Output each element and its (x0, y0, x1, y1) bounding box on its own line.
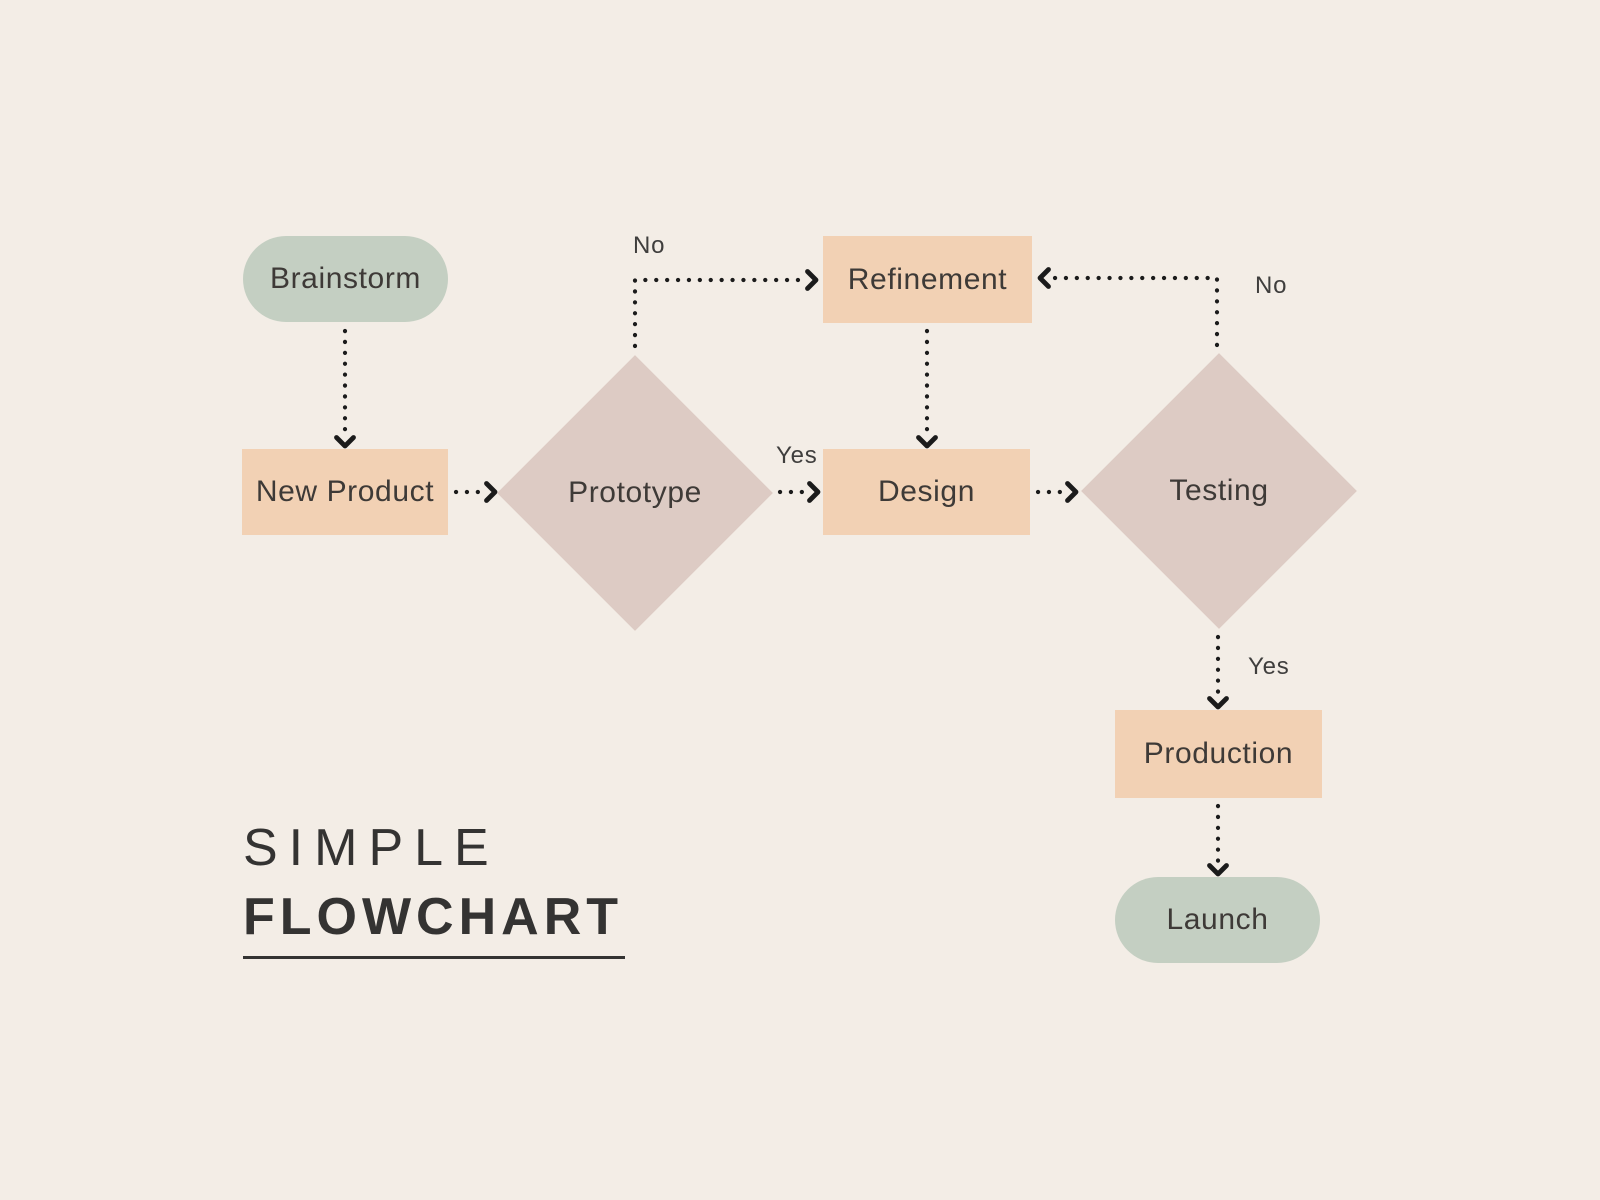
arrowhead-down-icon (916, 435, 938, 449)
page-title-line-2: FLOWCHART (243, 888, 624, 946)
edge-label-testing-yes: Yes (1248, 653, 1290, 680)
node-testing: Testing (1081, 353, 1357, 629)
title-underline (243, 956, 625, 959)
arrowhead-right-icon (1065, 481, 1079, 503)
node-label: Testing (1169, 474, 1269, 507)
page-title-line-1: SIMPLE (243, 819, 500, 877)
arrowhead-left-icon (1037, 267, 1051, 289)
arrow-testing-to-production (1207, 634, 1229, 710)
arrow-refinement-to-design (916, 328, 938, 449)
arrow-production-to-launch (1207, 803, 1229, 877)
node-design: Design (823, 449, 1030, 535)
arrowhead-down-icon (334, 435, 356, 449)
node-label: Prototype (568, 476, 702, 509)
edge-label-prototype-yes: Yes (776, 442, 818, 469)
edge-dots (632, 277, 805, 349)
arrowhead-right-icon (807, 481, 821, 503)
arrowhead-right-icon (484, 481, 498, 503)
node-label: New Product (255, 475, 435, 508)
arrowhead-down-icon (1207, 696, 1229, 710)
title-block: SIMPLE FLOWCHART (243, 822, 623, 943)
arrow-testing-to-refinement (1037, 267, 1220, 348)
arrow-design-to-testing (1035, 481, 1079, 503)
node-label: Design (878, 475, 975, 508)
node-new-product: New Product (242, 449, 448, 535)
arrow-brainstorm-to-new-product (334, 328, 356, 449)
arrow-new-product-to-prototype (453, 481, 498, 503)
node-brainstorm: Brainstorm (243, 236, 448, 322)
arrowhead-down-icon (1207, 863, 1229, 877)
node-label: Refinement (847, 262, 1008, 296)
node-label: Launch (1166, 903, 1269, 936)
node-prototype: Prototype (497, 355, 773, 631)
node-label: Production (1143, 737, 1294, 770)
edge-dots (1051, 275, 1220, 348)
arrow-prototype-to-design (777, 481, 821, 503)
node-label: Brainstorm (269, 262, 422, 295)
arrowhead-right-icon (805, 269, 819, 291)
node-launch: Launch (1115, 877, 1320, 963)
arrow-prototype-to-refinement (632, 269, 819, 349)
node-production: Production (1115, 710, 1322, 798)
edge-label-testing-no: No (1255, 272, 1288, 299)
edge-label-prototype-no: No (633, 232, 666, 259)
node-refinement: Refinement (823, 236, 1032, 323)
